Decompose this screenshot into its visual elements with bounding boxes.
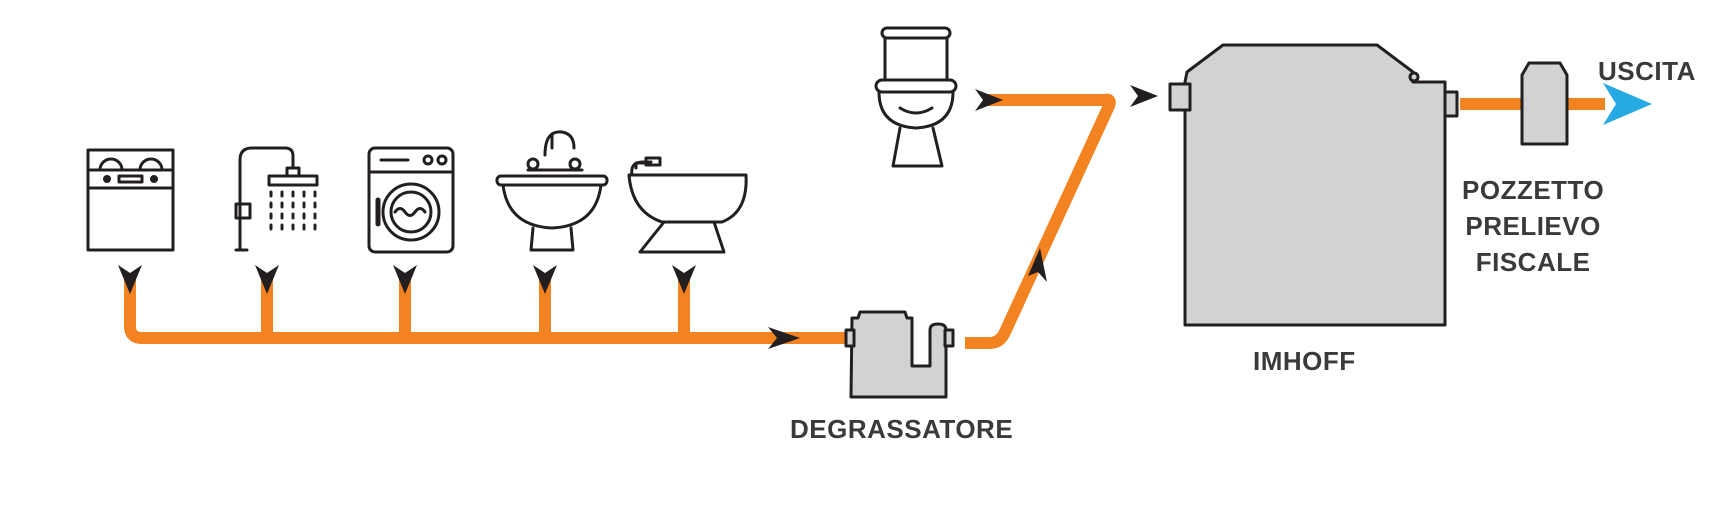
down-arrow-washing-machine [393, 265, 417, 294]
down-arrow-sink [533, 265, 557, 294]
shower-icon [234, 146, 319, 252]
imhoff-tank [1168, 43, 1459, 327]
dishwasher-icon [86, 148, 175, 252]
pozzetto-tank [1520, 61, 1569, 146]
right-arrow-imhoff-inlet [1130, 85, 1158, 107]
right-arrow-toilet [975, 89, 1003, 111]
washing-machine-icon [367, 146, 455, 254]
pozzetto-label-line-1: POZZETTO [1462, 175, 1605, 205]
down-arrow-shower [255, 265, 279, 294]
exit-arrow [1603, 83, 1652, 125]
main-collector-pipe [124, 275, 845, 344]
uscita-label: USCITA [1598, 56, 1696, 86]
bidet-icon [627, 156, 748, 254]
imhoff-inlet [1168, 82, 1192, 112]
pozzetto-label-line-2: PRELIEVO [1465, 211, 1601, 241]
down-arrow-bidet [672, 265, 696, 294]
imhoff-label: IMHOFF [1253, 346, 1356, 376]
sink-icon [495, 130, 609, 252]
pipe-degrassatore-to-imhoff [965, 93, 1116, 349]
degrassatore-tank [844, 310, 955, 399]
imhoff-outlet [1443, 90, 1459, 118]
up-arrow-to-imhoff [1028, 248, 1047, 282]
pozzetto-label: POZZETTO PRELIEVO FISCALE [1462, 172, 1604, 280]
flow-arrows [118, 85, 1158, 349]
right-arrow-to-degrassatore [768, 327, 800, 349]
degrassatore-label: DEGRASSATORE [790, 414, 1014, 444]
down-arrow-dishwasher [118, 265, 142, 294]
pozzetto-label-line-3: FISCALE [1475, 247, 1591, 277]
toilet-icon [874, 26, 958, 168]
